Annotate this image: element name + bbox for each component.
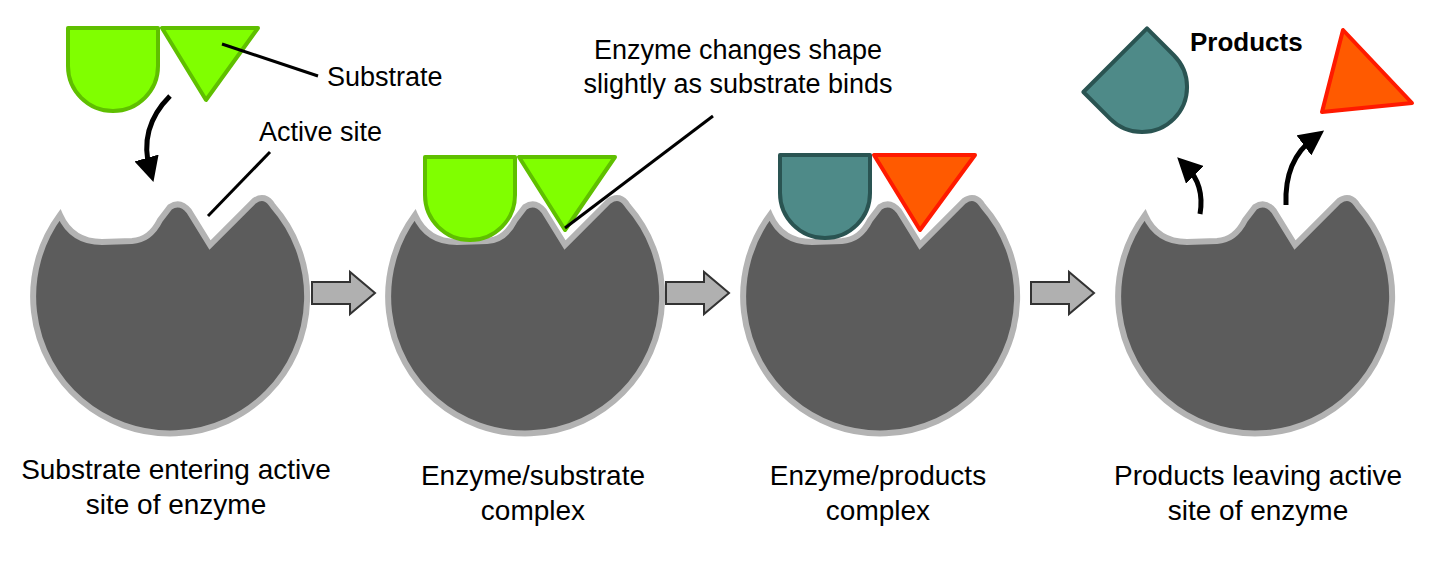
step-caption: Enzyme/products complex — [718, 458, 1038, 528]
step-arrow — [312, 272, 1094, 314]
substrate — [68, 28, 258, 111]
motion-arrow — [147, 96, 1314, 214]
part-label: Active site — [259, 116, 429, 150]
step-caption: Enzyme/substrate complex — [373, 458, 693, 528]
step-caption: Substrate entering active site of enzyme — [16, 452, 336, 522]
step-caption: Products leaving active site of enzyme — [1098, 458, 1418, 528]
enzyme — [33, 198, 1392, 434]
callout-note: Enzyme changes shape slightly as substra… — [553, 34, 923, 102]
substrate-bound — [425, 157, 615, 240]
products-bound — [780, 155, 975, 238]
part-label: Substrate — [327, 61, 507, 95]
part-label: Products — [1190, 26, 1340, 59]
